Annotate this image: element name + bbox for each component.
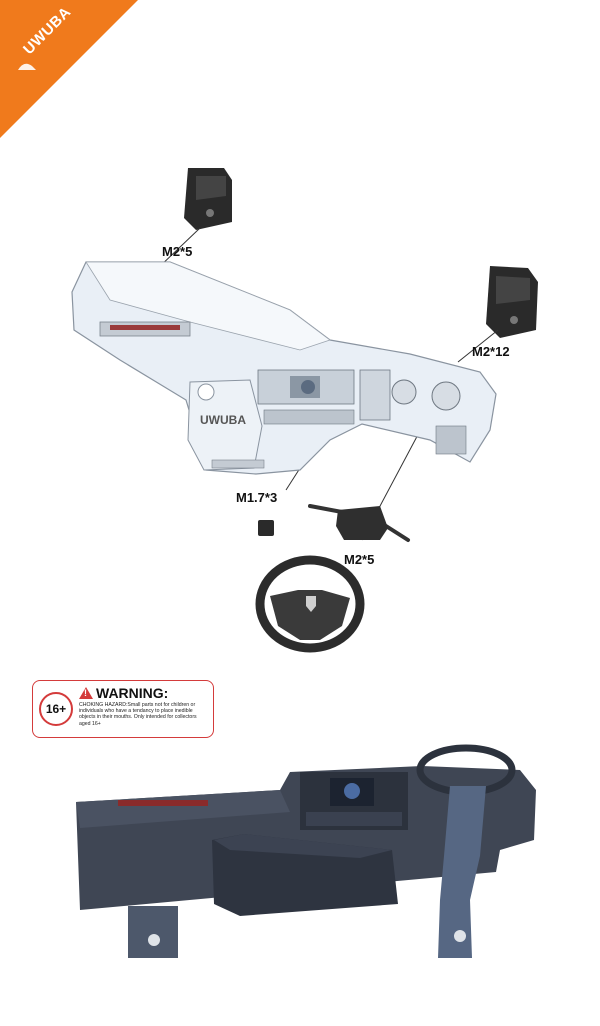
warning-title-text: WARNING: (96, 685, 169, 701)
label-screw-center: M1.7*3 (236, 490, 278, 505)
dashboard-logo-text: UWUBA (200, 413, 246, 427)
steering-wheel (255, 555, 365, 653)
brand-horse-icon (18, 63, 36, 70)
small-clip-part (258, 520, 274, 536)
label-screw-top-left: M2*5 (162, 244, 193, 259)
steering-column-parts (308, 504, 410, 542)
brand-corner-banner: UWUBA (0, 0, 140, 140)
label-screw-steering: M2*5 (344, 552, 375, 567)
assembled-dashboard-photo (76, 744, 536, 958)
warning-body: CHOKING HAZARD:Small parts not for child… (79, 702, 197, 727)
warning-triangle-icon (79, 687, 93, 699)
warning-title: WARNING: (79, 685, 168, 701)
choking-hazard-warning: 16+ WARNING: CHOKING HAZARD:Small parts … (32, 680, 214, 738)
leader-line-right (457, 329, 499, 363)
label-screw-top-right: M2*12 (472, 344, 510, 359)
mount-bracket-right (486, 266, 538, 338)
brand-corner-shape (0, 0, 138, 138)
dashboard-panel: UWUBA (71, 261, 497, 475)
mount-bracket-left (184, 168, 232, 230)
age-badge: 16+ (39, 692, 73, 726)
